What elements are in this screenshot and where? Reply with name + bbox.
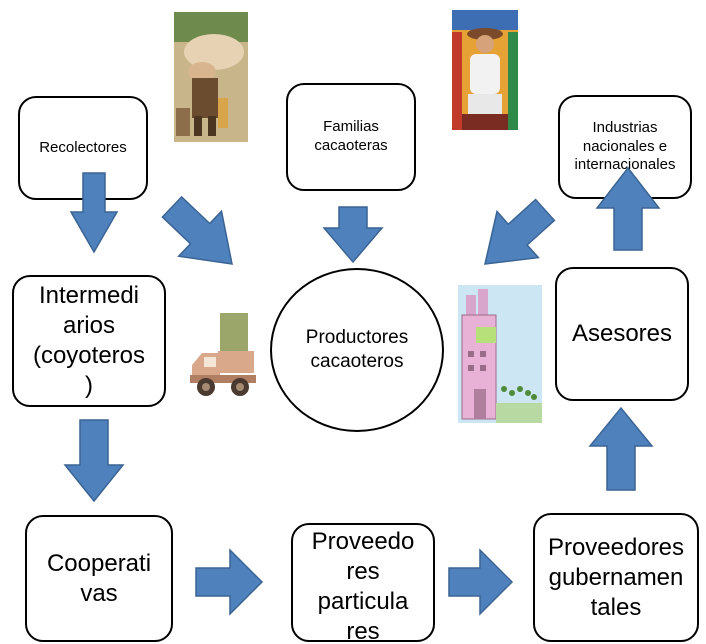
factory-illustration [458, 285, 542, 423]
node-industrias-label: Industrias nacionales e internacionales [574, 118, 676, 174]
node-cooperativas-label: Cooperati vas [46, 549, 152, 607]
worker-carrying-sack-illustration [174, 12, 248, 142]
arrow-recolectores-to-intermediarios [69, 172, 119, 254]
arrow-particulares-to-gubernamentales [448, 548, 514, 616]
node-proveedores-particulares-label: Proveedo res particula res [311, 528, 415, 642]
node-proveedores-particulares: Proveedo res particula res [291, 523, 435, 642]
node-proveedores-gubernamentales: Proveedores gubernamen tales [533, 513, 699, 642]
node-cooperativas: Cooperati vas [25, 515, 173, 642]
node-recolectores-label: Recolectores [39, 138, 127, 156]
node-productores-cacaoteros-label: Productores cacaoteros [305, 327, 409, 372]
node-productores-cacaoteros: Productores cacaoteros [270, 268, 444, 432]
seated-farmer-illustration [452, 10, 518, 130]
arrow-familias-to-productores [322, 206, 384, 264]
node-familias-cacaoteras-label: Familias cacaoteras [314, 118, 388, 154]
arrow-industrias-to-productores [484, 198, 556, 265]
arrow-intermediarios-to-cooperativas [63, 419, 125, 503]
arrow-gubernamentales-to-asesores [588, 406, 654, 491]
truck-illustration [188, 303, 258, 405]
node-proveedores-gubernamentales-label: Proveedores gubernamen tales [547, 533, 685, 621]
arrow-cooperativas-to-particulares [195, 548, 264, 616]
node-asesores: Asesores [555, 267, 689, 401]
arrow-recolectores-to-productores [161, 195, 233, 265]
arrow-asesores-to-industrias [595, 166, 661, 251]
node-asesores-label: Asesores [571, 320, 673, 347]
node-intermediarios-label: Intermedi arios (coyoteros ) [32, 282, 146, 399]
node-familias-cacaoteras: Familias cacaoteras [286, 83, 416, 191]
node-intermediarios: Intermedi arios (coyoteros ) [12, 275, 166, 407]
